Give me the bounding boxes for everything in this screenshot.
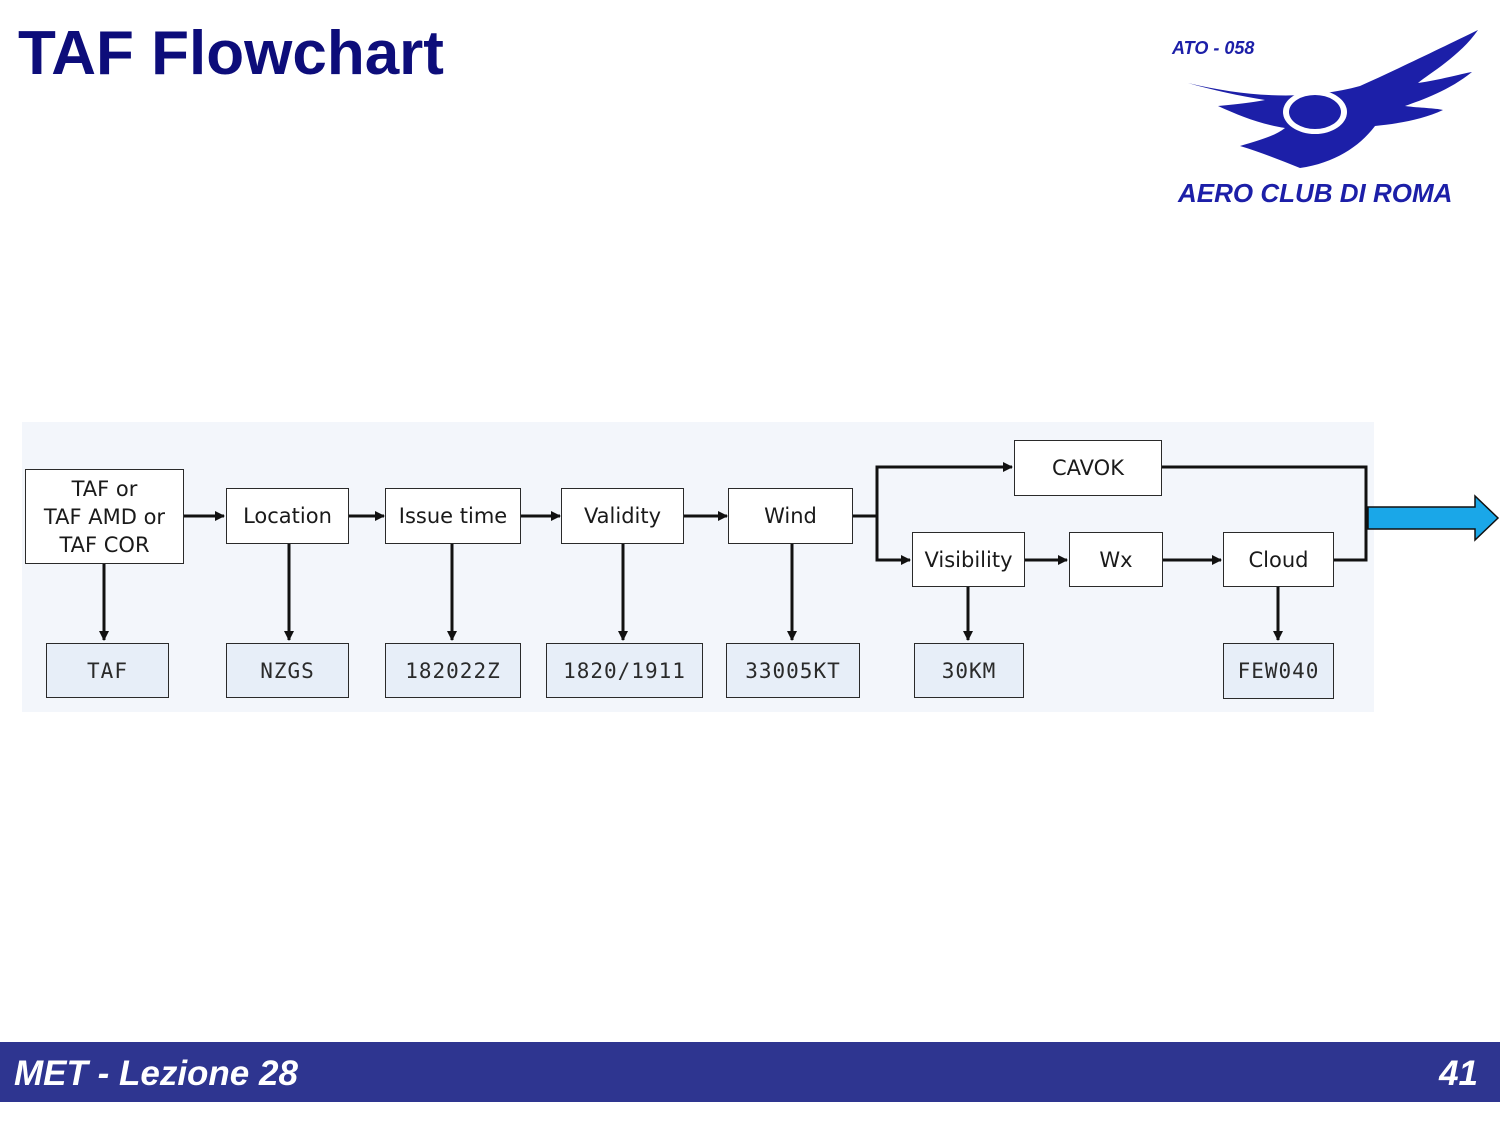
box-issue-time: Issue time [385,488,521,544]
example-validity: 1820/1911 [546,643,703,698]
page-number: 41 [1439,1054,1478,1093]
example-taf: TAF [46,643,169,698]
logo-ato-code: ATO - 058 [1172,38,1255,58]
example-visibility: 30KM [914,643,1024,698]
taf-flowchart: TAF or TAF AMD or TAF COR Location Issue… [22,422,1500,722]
box-cavok: CAVOK [1014,440,1162,496]
example-issue-time: 182022Z [385,643,521,698]
example-wind: 33005KT [726,643,860,698]
box-cloud: Cloud [1223,532,1334,587]
arrow-wind-cavok [852,462,1013,518]
taf-type-line-2: TAF AMD or [43,504,166,529]
slide-footer: MET - Lezione 28 41 [0,1042,1500,1102]
slide-title: TAF Flowchart [18,19,444,88]
box-wx: Wx [1069,532,1163,587]
taf-type-line-3: TAF COR [59,532,150,557]
box-visibility: Visibility [912,532,1025,587]
merge-cavok [1162,465,1368,562]
box-wind: Wind [728,488,853,544]
continue-arrow [1367,494,1500,542]
taf-type-line-1: TAF or [71,476,138,501]
logo-club-name: AERO CLUB DI ROMA [1178,178,1453,208]
arrow-wind-visibility [875,516,911,565]
example-cloud: FEW040 [1223,643,1334,699]
box-validity: Validity [561,488,684,544]
aero-club-logo: ATO - 058 AERO CLUB DI ROMA [1160,28,1490,218]
footer-lesson: MET - Lezione 28 [14,1054,298,1093]
eagle-wings-logo-icon [1188,30,1478,168]
box-location: Location [226,488,349,544]
flow-connectors [99,462,1500,641]
box-taf-type: TAF or TAF AMD or TAF COR [25,469,184,564]
example-location: NZGS [226,643,349,698]
